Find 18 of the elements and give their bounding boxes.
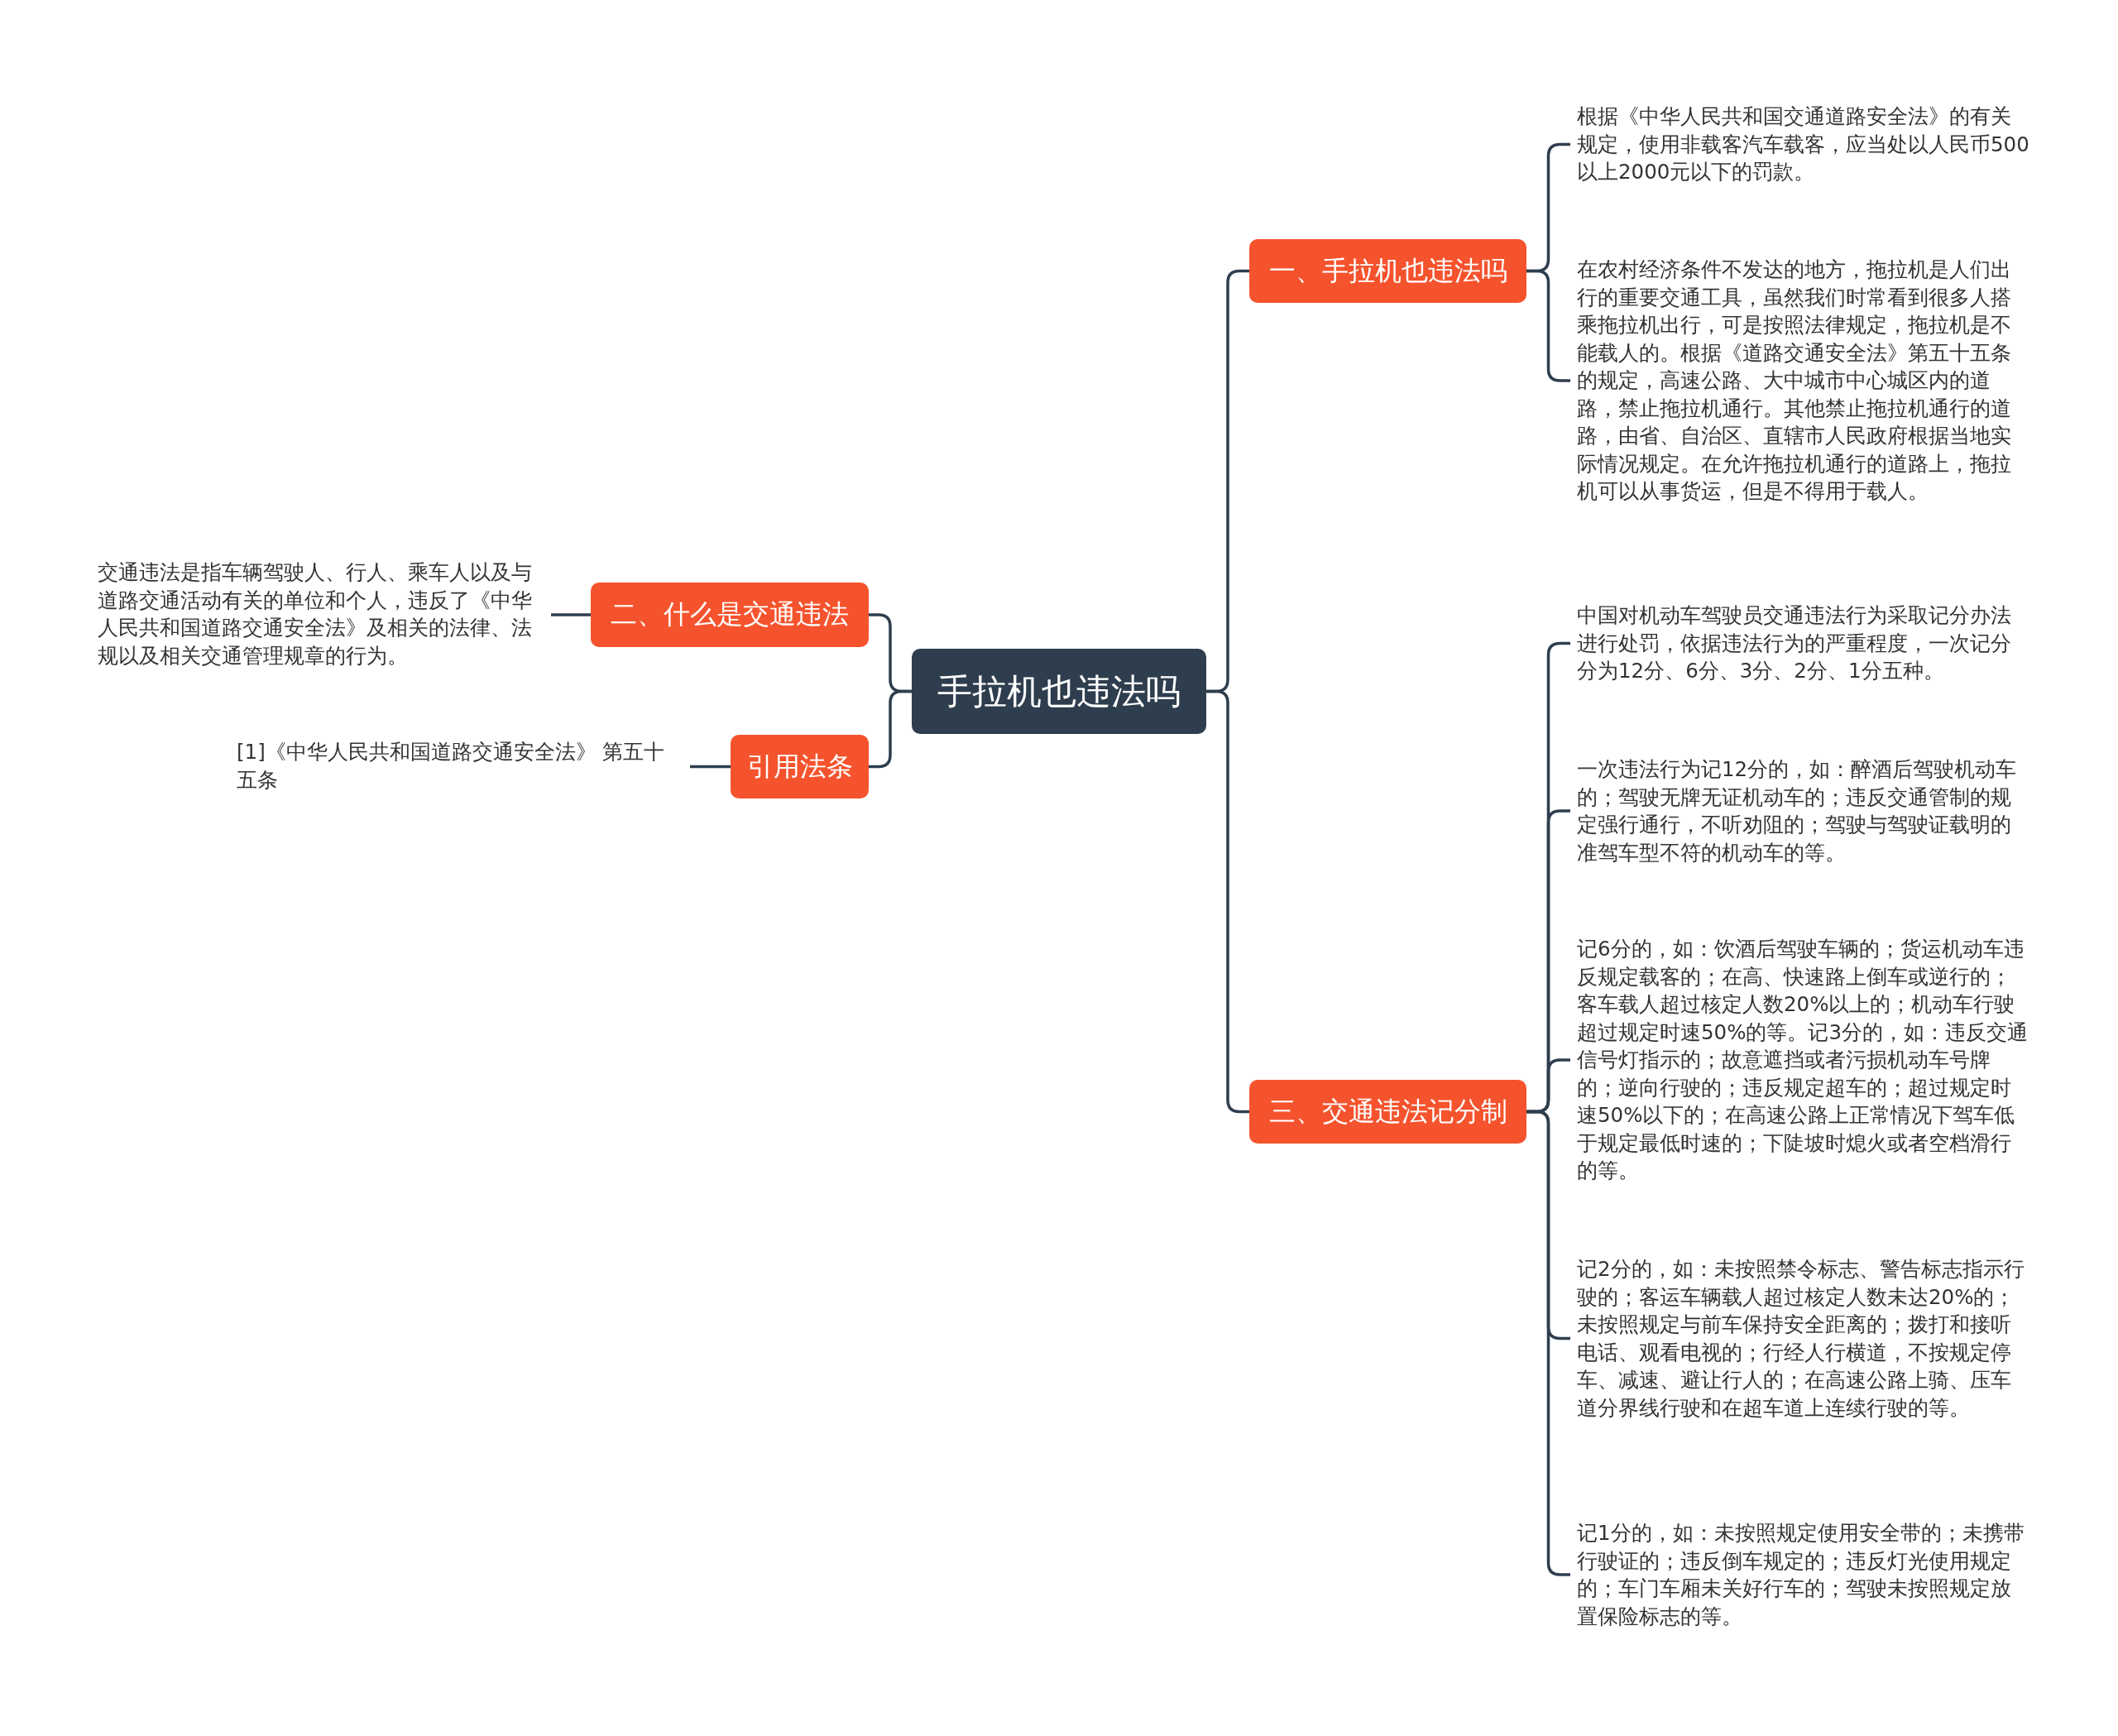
note-text: 根据《中华人民共和国交通道路安全法》的有关规定，使用非载客汽车载客，应当处以人民币500以上2000元以下的罚款。: [1570, 103, 2030, 186]
note-text: 记2分的，如：未按照禁令标志、警告标志指示行驶的；客运车辆载人超过核定人数未达20%的；未按照规定与前车保持安全距离的；拨打和接听电话、观看电视的；行经人行横道，不按规定停车、减速、避让行人的；在高速公路上骑、压车道分界线行驶和在超车道上连续行驶的等。: [1570, 1255, 2030, 1422]
note-text: 记6分的，如：饮酒后驾驶车辆的；货运机动车违反规定载客的；在高、快速路上倒车或逆行的；客车载人超过核定人数20%以上的；机动车行驶超过规定时速50%的等。记3分的，如：违反交通信号灯指示的；故意遮挡或者污损机动车号牌的；逆向行驶的；违反规定超车的；超过规定时速50%以下的；在高速公路上正常情况下驾车低于规定最低时速的；下陡坡时熄火或者空档滑行的等。: [1570, 935, 2030, 1185]
topic-box: 一、手拉机也违法吗: [1249, 239, 1526, 303]
note-text: 中国对机动车驾驶员交通违法行为采取记分办法进行处罚，依据违法行为的严重程度，一次记分分为12分、6分、3分、2分、1分五种。: [1570, 602, 2030, 685]
connector-line: [551, 613, 591, 616]
topic-box: 引用法条: [731, 735, 869, 798]
connector-line: [690, 765, 731, 769]
topic-box: 三、交通违法记分制: [1249, 1080, 1526, 1144]
note-text: 记1分的，如：未按照规定使用安全带的；未携带行驶证的；违反倒车规定的；违反灯光使用规定的；车门车厢未关好行车的；驾驶未按照规定放置保险标志的等。: [1570, 1519, 2030, 1630]
note-text: [1]《中华人民共和国道路交通安全法》 第五十五条: [237, 738, 690, 794]
topic-box: 二、什么是交通违法: [591, 583, 869, 647]
connector-line: [869, 689, 912, 769]
central-topic-box: 手拉机也违法吗: [912, 649, 1206, 734]
note-text: 交通违法是指车辆驾驶人、行人、乘车人以及与道路交通活动有关的单位和个人，违反了《中华人民共和国道路交通安全法》及相关的法律、法规以及相关交通管理规章的行为。: [98, 559, 551, 669]
note-text: 一次违法行为记12分的，如：醉酒后驾驶机动车的；驾驶无牌无证机动车的；违反交通管制的规定强行通行，不听劝阻的；驾驶与驾驶证载明的准驾车型不符的机动车的等。: [1570, 755, 2030, 866]
connector-line: [1206, 689, 1249, 1114]
note-text: 在农村经济条件不发达的地方，拖拉机是人们出行的重要交通工具，虽然我们时常看到很多人搭乘拖拉机出行，可是按照法律规定，拖拉机是不能载人的。根据《道路交通安全法》第五十五条的规定，高速公路、大中城市中心城区内的道路，禁止拖拉机通行。其他禁止拖拉机通行的道路，由省、自治区、直辖市人民政府根据当地实际情况规定。在允许拖拉机通行的道路上，拖拉机可以从事货运，但是不得用于载人。: [1570, 256, 2030, 506]
